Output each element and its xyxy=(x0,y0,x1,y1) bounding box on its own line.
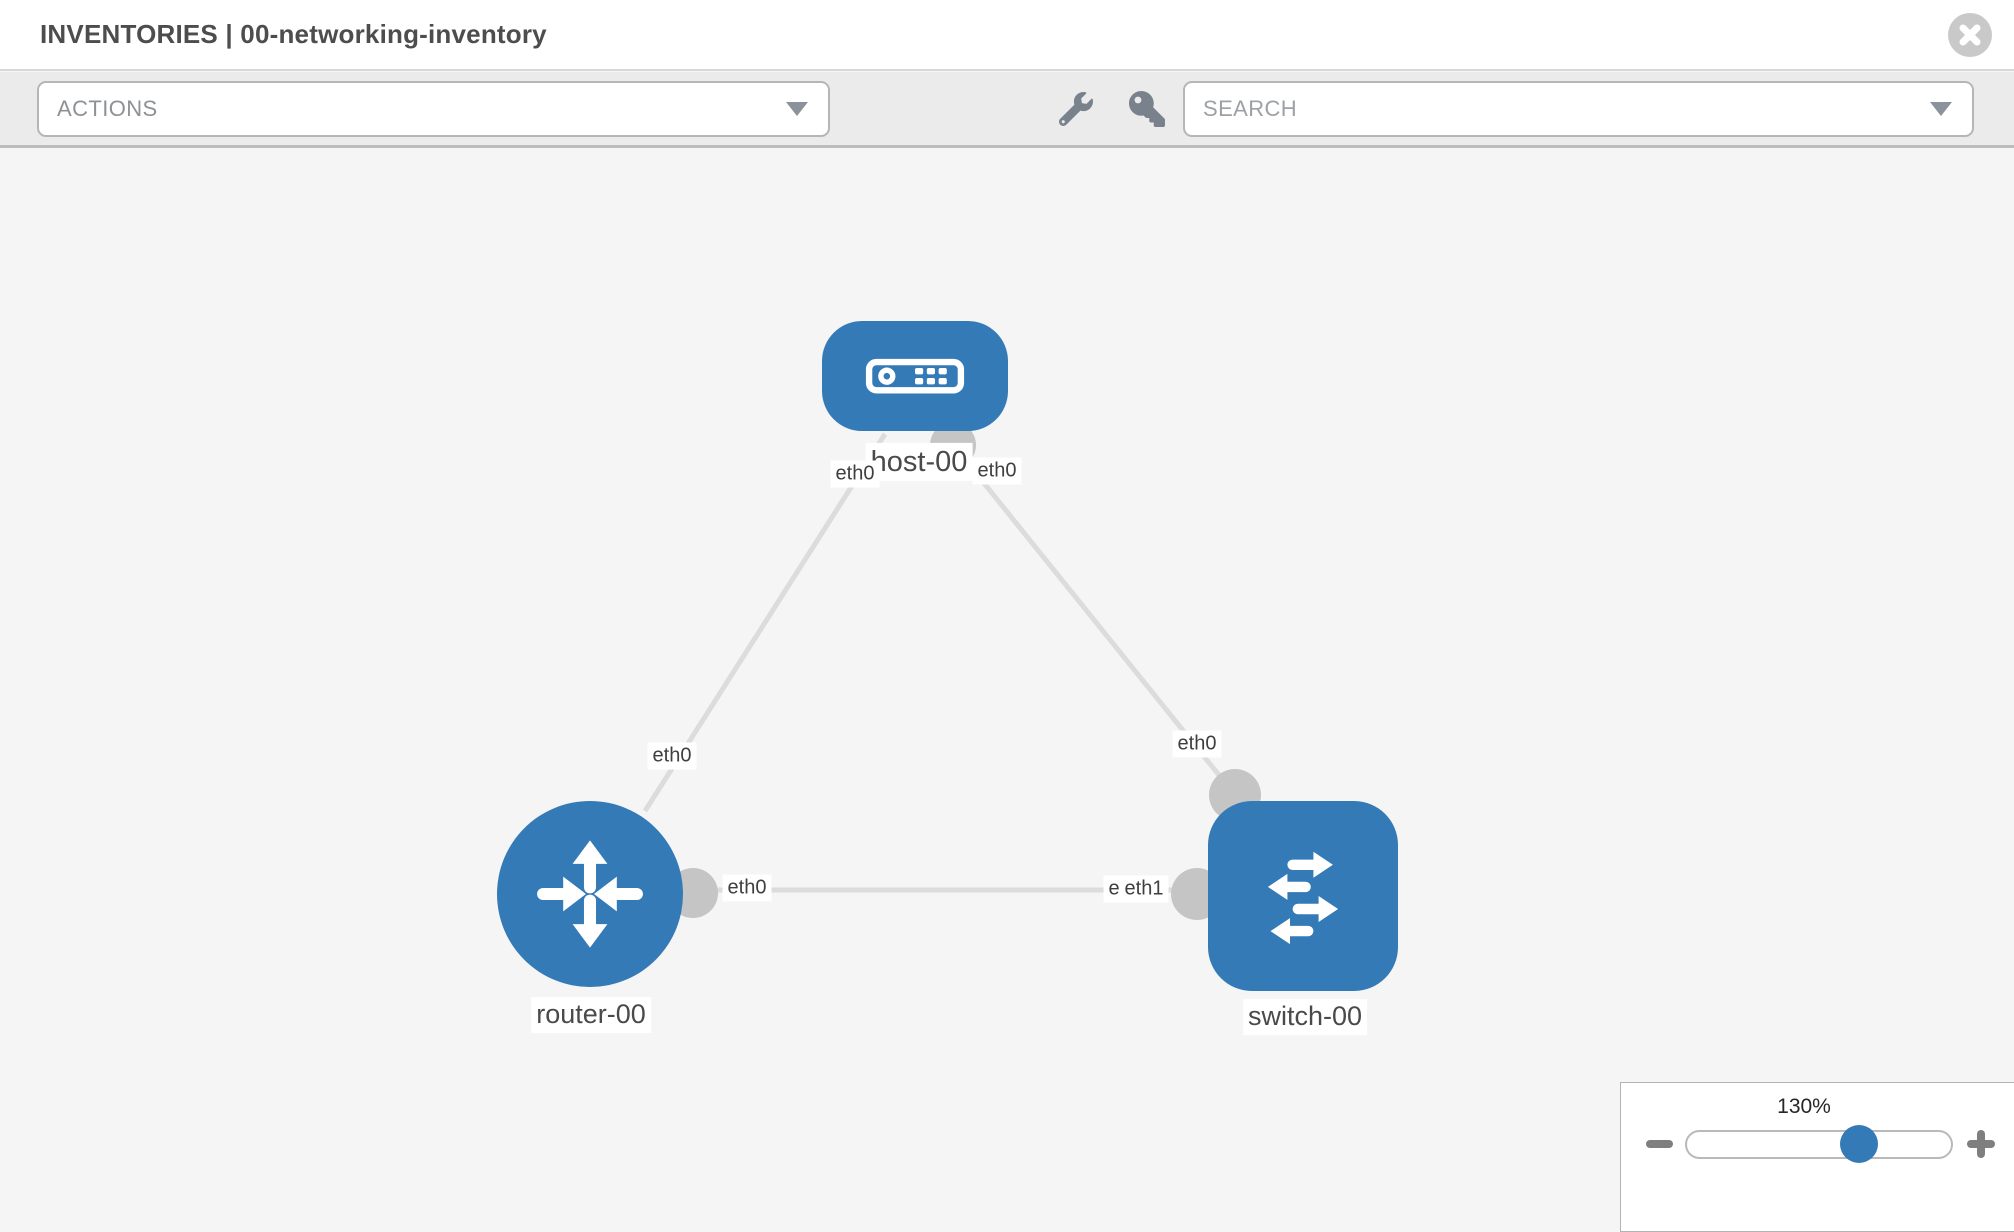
node-label-router-00: router-00 xyxy=(531,997,651,1033)
credentials-button[interactable] xyxy=(1129,90,1165,127)
zoom-controls xyxy=(1621,1125,2014,1163)
close-icon xyxy=(1959,24,1981,46)
page-title: INVENTORIES | 00-networking-inventory xyxy=(40,19,547,49)
zoom-slider-thumb[interactable] xyxy=(1839,1125,1878,1163)
node-label-switch-00: switch-00 xyxy=(1242,999,1368,1035)
zoom-slider[interactable] xyxy=(1685,1125,1953,1163)
key-icon xyxy=(1129,90,1165,127)
host-icon xyxy=(865,358,965,394)
wrench-icon xyxy=(1059,91,1093,126)
node-label-host-00: host-00 xyxy=(865,442,973,482)
edge-layer xyxy=(642,422,1261,920)
topology-canvas[interactable]: host-00 router-00 switch-00 eth0 eth0 eth0 e… xyxy=(0,151,2014,1200)
zoom-in-button[interactable] xyxy=(1967,1128,1995,1160)
minus-icon xyxy=(1645,1140,1673,1148)
interface-label: eth0 xyxy=(722,874,772,902)
search-dropdown[interactable]: SEARCH xyxy=(1183,80,1974,137)
router-icon xyxy=(537,840,643,948)
node-host-00[interactable] xyxy=(822,321,1008,431)
zoom-panel: 130% xyxy=(1620,1082,2014,1232)
zoom-out-button[interactable] xyxy=(1645,1128,1673,1160)
toolbar: ACTIONS SEARCH xyxy=(0,72,2014,148)
chevron-down-icon xyxy=(786,101,808,116)
zoom-level: 130% xyxy=(1777,1095,1831,1118)
node-switch-00[interactable] xyxy=(1208,801,1398,991)
node-router-00[interactable] xyxy=(497,801,683,987)
configure-button[interactable] xyxy=(1059,91,1093,126)
interface-label: eth0 xyxy=(972,457,1022,485)
chevron-down-icon xyxy=(1930,101,1952,116)
close-button[interactable] xyxy=(1948,13,1992,57)
interface-label: eth1 xyxy=(1119,875,1169,903)
interface-label: eth0 xyxy=(830,460,880,488)
search-placeholder: SEARCH xyxy=(1203,95,1298,121)
interface-label: eth0 xyxy=(647,742,697,770)
actions-dropdown-label: ACTIONS xyxy=(57,95,158,121)
actions-dropdown[interactable]: ACTIONS xyxy=(37,80,830,137)
plus-icon xyxy=(1967,1130,1995,1158)
header: INVENTORIES | 00-networking-inventory xyxy=(0,0,2014,71)
switch-icon xyxy=(1267,851,1339,945)
interface-label: eth0 xyxy=(1172,730,1222,758)
